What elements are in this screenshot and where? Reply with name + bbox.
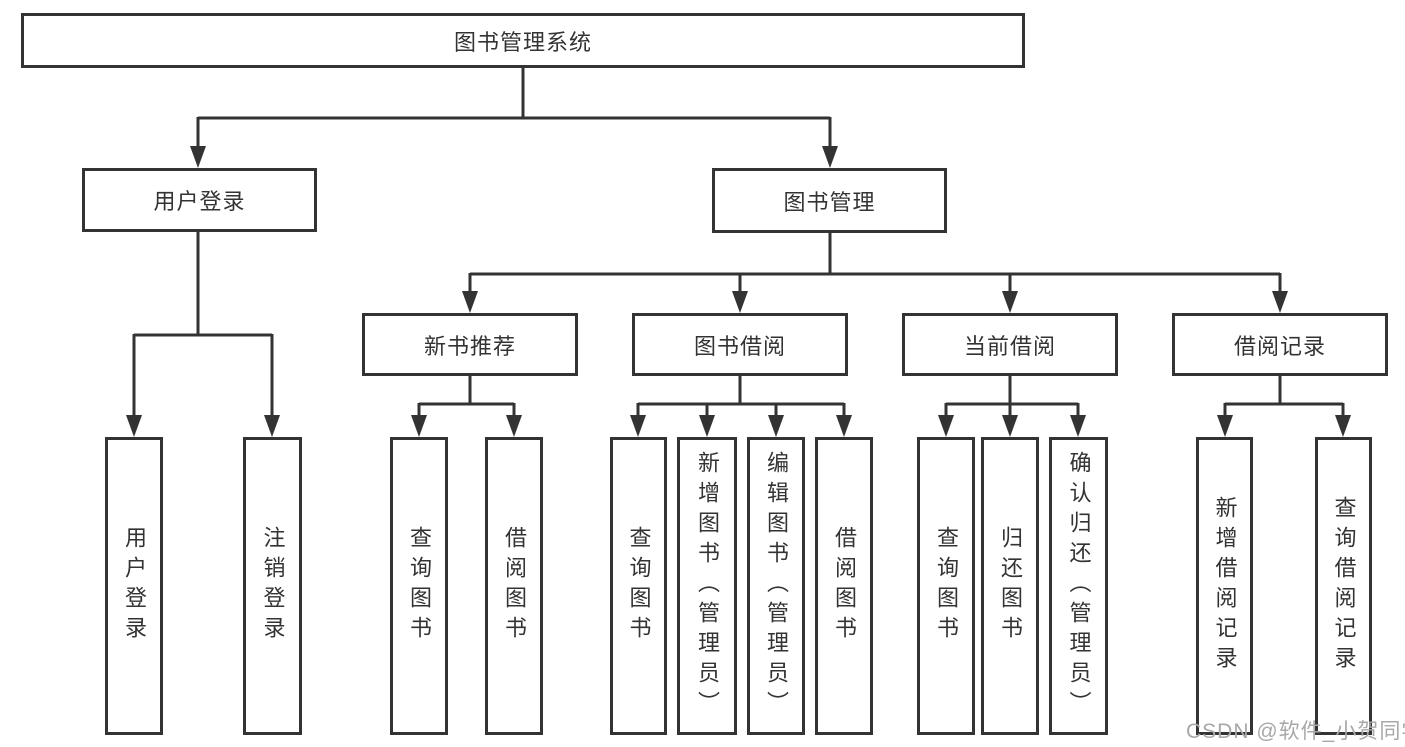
node-label: 确认归还（管理员） [1066,451,1092,721]
node-label: 注销登录 [260,526,286,646]
leaf-edit-book-admin: 编辑图书（管理员） [747,437,805,735]
node-label: 查询图书 [934,526,959,646]
node-label: 新增图书（管理员） [695,451,720,721]
leaf-confirm-return-admin: 确认归还（管理员） [1049,437,1108,735]
node-label: 用户登录 [153,189,246,214]
leaf-user-login: 用户登录 [105,437,163,735]
node-label: 当前借阅 [963,333,1056,359]
node-label: 借阅图书 [832,526,857,646]
node-book-management: 图书管理 [712,168,947,233]
arrow-down-icon [126,146,1351,437]
node-label: 查询图书 [626,526,652,646]
leaf-return-book: 归还图书 [981,437,1039,735]
node-label: 编辑图书（管理员） [764,451,789,721]
leaf-query-borrow-record: 查询借阅记录 [1315,437,1372,735]
node-label: 新增借阅记录 [1212,496,1238,676]
watermark: CSDN @软件_小贺同学 [1186,720,1405,743]
node-label: 用户登录 [122,526,147,646]
edge-newbook-to-leaves [417,376,516,420]
leaf-borrow-book: 借阅图书 [815,437,873,735]
node-label: 图书借阅 [693,333,786,359]
leaf-add-book-admin: 新增图书（管理员） [677,437,737,735]
node-library-system: 图书管理系统 [21,13,1025,68]
node-borrow-records: 借阅记录 [1172,313,1388,376]
edge-root-to-level2 [196,68,832,152]
node-label: 归还图书 [998,526,1023,646]
node-label: 借阅图书 [502,526,527,646]
node-label: 查询图书 [407,526,432,646]
node-label: 借阅记录 [1233,333,1326,359]
node-label: 查询借阅记录 [1331,496,1357,676]
edge-bookborrow-to-leaves [636,376,846,420]
leaf-borrow-book-recommend: 借阅图书 [485,437,543,735]
leaf-logout: 注销登录 [243,437,302,735]
leaf-query-book-borrow: 查询图书 [610,437,667,735]
leaf-add-borrow-record: 新增借阅记录 [1196,437,1253,735]
node-book-borrow: 图书借阅 [632,313,848,376]
edge-userlogin-to-leaves [132,232,274,420]
node-label: 图书管理系统 [453,29,592,55]
node-current-borrow: 当前借阅 [902,313,1118,376]
node-label: 图书管理 [783,189,876,215]
edge-currentborrow-to-leaves [944,376,1080,420]
node-label: 新书推荐 [423,333,516,359]
node-new-book-recommend: 新书推荐 [362,313,578,376]
edge-records-to-leaves [1223,376,1345,420]
node-user-login: 用户登录 [82,168,317,232]
edge-bookmgmt-to-level3 [468,233,1282,296]
leaf-query-book-current: 查询图书 [917,437,975,735]
leaf-query-book-recommend: 查询图书 [390,437,448,735]
